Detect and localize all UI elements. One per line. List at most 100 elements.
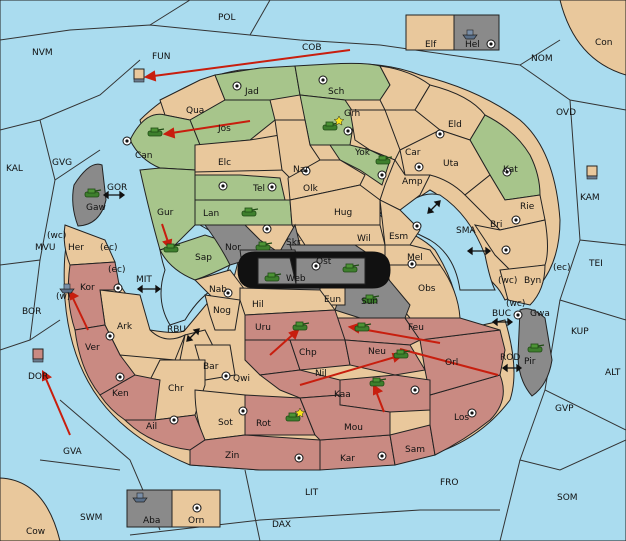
army-unit-icon[interactable] xyxy=(147,127,165,137)
supply-center-icon xyxy=(502,167,512,177)
army-unit-icon[interactable] xyxy=(285,412,303,422)
label-hil: Hil xyxy=(252,300,264,310)
label-byn: Byn xyxy=(524,276,541,286)
flag-base-icon xyxy=(586,175,598,180)
label-nar: Nar xyxy=(293,165,309,175)
label-mit: MIT xyxy=(136,275,152,285)
territory-ken[interactable] xyxy=(99,374,161,421)
label-eun: Eun xyxy=(324,295,341,305)
label-kor: Kor xyxy=(80,283,95,293)
army-unit-icon[interactable] xyxy=(241,207,259,217)
label-web: Web xyxy=(286,274,306,284)
army-unit-icon[interactable] xyxy=(264,272,282,282)
army-unit-icon[interactable] xyxy=(527,343,545,353)
rod-connector-icon xyxy=(501,363,523,373)
territory-nog[interactable] xyxy=(204,294,241,331)
territory-wil[interactable] xyxy=(291,224,386,246)
label-pol: POL xyxy=(218,13,236,23)
supply-center-icon xyxy=(122,136,132,146)
army-unit-icon[interactable] xyxy=(375,155,393,165)
order-arrow xyxy=(68,290,89,331)
label-bar: Bar xyxy=(203,362,219,372)
label-wc2: (w) xyxy=(56,292,70,302)
army-unit-icon[interactable] xyxy=(292,321,310,331)
label-nor: Nor xyxy=(225,243,241,253)
supply-center-icon xyxy=(511,215,521,225)
label-kat: Kat xyxy=(503,165,518,175)
label-can: Can xyxy=(135,151,153,161)
label-dor: DOR xyxy=(28,372,48,382)
territory-mou[interactable] xyxy=(299,394,391,441)
sea-labels: POL NVM FUN COB NOM Con OVD KAL GVG KAM … xyxy=(6,13,621,537)
label-esm: Esm xyxy=(389,232,408,242)
order-arrow xyxy=(399,348,499,376)
territory-hug[interactable] xyxy=(289,184,381,226)
order-arrow xyxy=(269,328,300,356)
army-unit-icon[interactable] xyxy=(342,263,360,273)
rbu-connector-icon xyxy=(186,328,200,342)
label-kaa: Kaa xyxy=(334,390,351,400)
territory-kor[interactable] xyxy=(67,261,121,331)
supply-center-icon xyxy=(410,385,420,395)
army-unit-icon[interactable] xyxy=(84,188,102,198)
territory-gur[interactable] xyxy=(139,167,196,251)
territory-esm[interactable] xyxy=(379,199,421,246)
territory-amp[interactable] xyxy=(379,158,431,211)
supply-center-icon xyxy=(113,283,123,293)
label-yok: Yok xyxy=(354,148,371,158)
label-eld: Eld xyxy=(448,120,462,130)
territory-zin[interactable] xyxy=(189,434,321,471)
supply-center-icon xyxy=(192,503,202,513)
territory-los[interactable] xyxy=(429,374,504,456)
supply-centers xyxy=(105,39,523,513)
label-gvp: GVP xyxy=(555,404,574,414)
fleets xyxy=(59,29,478,503)
label-gor: GOR xyxy=(107,183,127,193)
label-con: Con xyxy=(595,38,613,48)
territory-rie[interactable] xyxy=(464,174,546,231)
land-labels: Elf Hel Jad Sch Qua Jos Grh Eld Can Elc … xyxy=(47,40,571,526)
label-rbu: RBU xyxy=(167,325,186,335)
territory-byn[interactable] xyxy=(499,264,546,306)
supply-center-icon xyxy=(407,259,417,269)
label-hug: Hug xyxy=(334,208,352,218)
label-feu: Feu xyxy=(408,323,424,333)
label-fun: FUN xyxy=(152,52,171,62)
star-icon xyxy=(294,407,306,418)
label-tei: TEI xyxy=(588,259,603,269)
label-qua: Qua xyxy=(186,106,204,116)
territory-ail[interactable] xyxy=(123,414,206,451)
label-elc: Elc xyxy=(218,158,231,168)
lake-sma xyxy=(399,193,496,291)
fleet-unit-icon[interactable] xyxy=(132,492,148,503)
label-uru: Uru xyxy=(255,323,271,333)
fleet-unit-icon[interactable] xyxy=(59,283,75,294)
label-ec3: (ec) xyxy=(553,263,571,273)
army-unit-icon[interactable] xyxy=(255,241,273,251)
label-ark: Ark xyxy=(117,322,133,332)
territory-sch[interactable] xyxy=(294,62,391,101)
label-her: Her xyxy=(68,243,84,253)
army-unit-icon[interactable] xyxy=(362,294,380,304)
flag-icon xyxy=(133,68,145,80)
army-unit-icon[interactable] xyxy=(369,377,387,387)
label-ec1: (ec) xyxy=(100,243,118,253)
supply-center-icon xyxy=(218,181,228,191)
label-aba: Aba xyxy=(143,516,160,526)
label-bor: BOR xyxy=(22,307,41,317)
label-sot: Sot xyxy=(218,418,233,428)
territory-ark[interactable] xyxy=(99,289,186,361)
label-uta: Uta xyxy=(443,159,459,169)
sma-upper-connector-icon xyxy=(427,200,441,214)
army-unit-icon[interactable] xyxy=(393,349,411,359)
fleet-unit-icon[interactable] xyxy=(462,29,478,40)
label-ec2: (ec) xyxy=(108,265,126,275)
buc-connector-icon xyxy=(491,317,514,327)
label-orn: Orn xyxy=(188,516,204,526)
army-unit-icon[interactable] xyxy=(163,243,181,253)
supply-center-icon xyxy=(267,182,277,192)
army-unit-icon[interactable] xyxy=(354,322,372,332)
label-sap: Sap xyxy=(195,253,212,263)
